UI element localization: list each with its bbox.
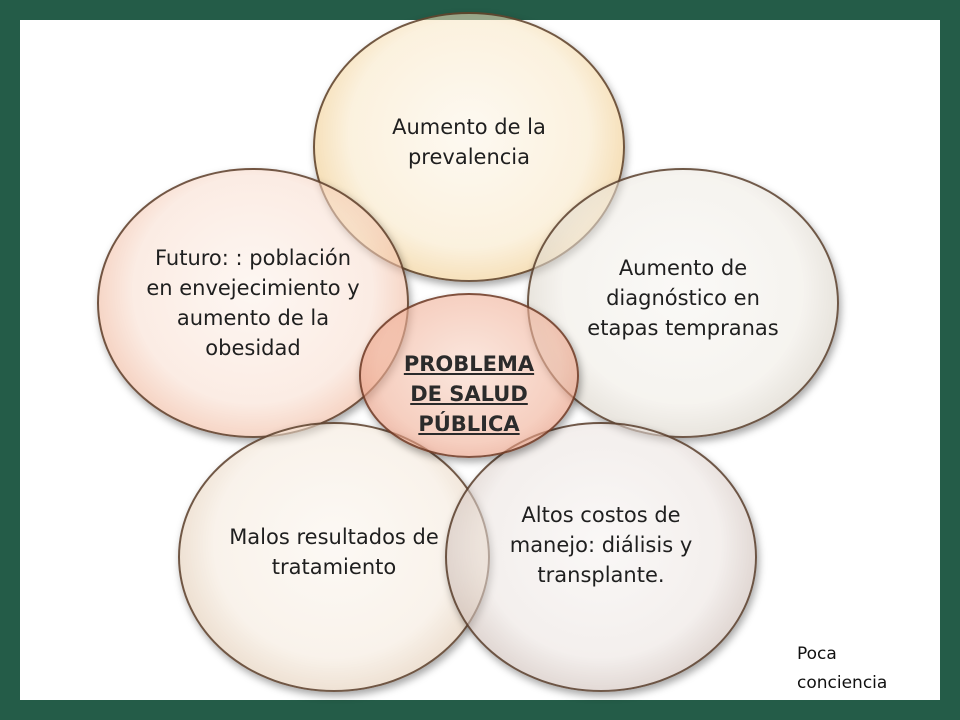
petal-poor-outcomes: Malos resultados de tratamiento (178, 422, 490, 692)
petal-high-costs: Altos costos de manejo: diálisis y trans… (445, 422, 757, 692)
center-circle: PROBLEMA DE SALUD PÚBLICA (359, 293, 579, 458)
side-note: Poca conciencia (797, 644, 888, 693)
petal-future: Futuro: : población en envejecimiento y … (97, 168, 409, 438)
petal-prevalence-label: Aumento de la prevalencia (392, 115, 546, 169)
center-label: PROBLEMA DE SALUD PÚBLICA (403, 351, 535, 436)
petal-high-costs-label: Altos costos de manejo: diálisis y trans… (509, 503, 693, 587)
petal-early-diagnosis-label: Aumento de diagnóstico en etapas tempran… (587, 256, 779, 340)
petal-poor-outcomes-label: Malos resultados de tratamiento (229, 525, 439, 579)
petal-early-diagnosis: Aumento de diagnóstico en etapas tempran… (527, 168, 839, 438)
slide-canvas: Aumento de la prevalencia Futuro: : pobl… (20, 12, 940, 700)
petal-future-label: Futuro: : población en envejecimiento y … (146, 246, 360, 360)
